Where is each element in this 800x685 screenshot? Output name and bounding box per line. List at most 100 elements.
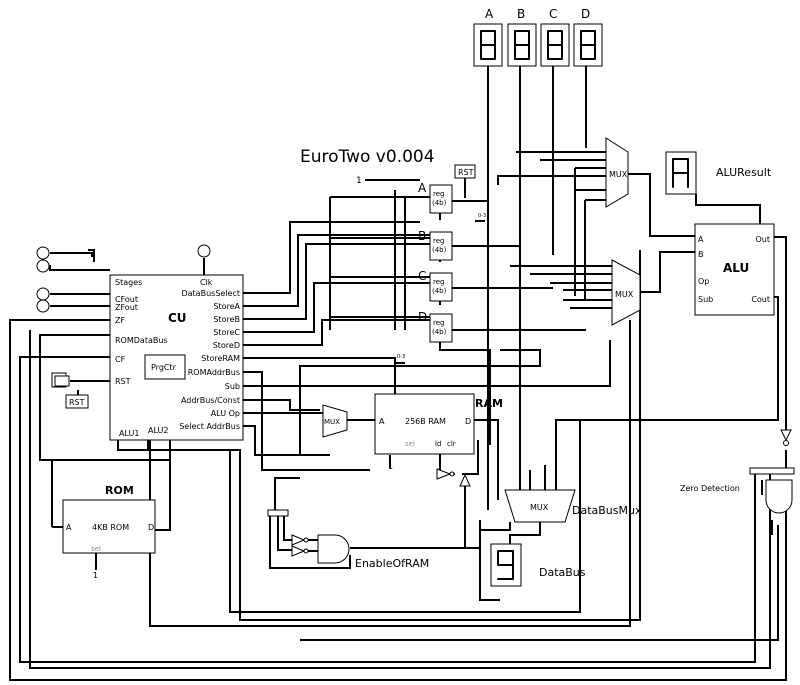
rom-pin-d: D xyxy=(148,523,154,532)
rom-pin-a: A xyxy=(66,523,72,532)
mux-1: MUX xyxy=(605,137,629,208)
alu-pin-a: A xyxy=(698,235,704,244)
cu-pin-sub: Sub xyxy=(225,382,240,391)
cu-pin-alu2: ALU2 xyxy=(148,426,168,435)
cu-pin-alu1: ALU1 xyxy=(119,429,139,438)
zfout-probe[interactable] xyxy=(36,299,50,313)
cu-pin-cfout: CFout xyxy=(115,295,138,304)
ram-pin-clr: clr xyxy=(447,440,456,448)
alu-label: ALU xyxy=(723,261,749,275)
cu-pin-alu-op: ALU Op xyxy=(211,409,240,418)
cu-pin-zf: ZF xyxy=(115,316,125,325)
ram-pin-a: A xyxy=(379,417,385,426)
constant-one-top: 1 xyxy=(356,176,362,186)
ram-name: RAM xyxy=(475,397,503,410)
databus-mux-label: MUX xyxy=(530,503,549,512)
program-counter-block xyxy=(144,354,186,380)
databus-mux-name: DataBusMux xyxy=(572,504,642,517)
cu-pin-stages: Stages xyxy=(115,278,142,287)
alu-result-label: ALUResult xyxy=(716,166,772,179)
register-b xyxy=(429,231,453,261)
cu-pin-storec: StoreC xyxy=(213,328,240,337)
address-mux-label: MUX xyxy=(324,418,340,426)
register-label-a: A xyxy=(418,181,427,195)
rst-button-shadow xyxy=(54,375,70,387)
ram-chip-label: 256B RAM xyxy=(405,417,446,426)
register-label-c: C xyxy=(418,269,426,283)
mux-2: MUX xyxy=(611,259,641,326)
circuit-title: EuroTwo v0.004 xyxy=(300,147,435,167)
register-c xyxy=(429,272,453,302)
seven-segment-display-c xyxy=(540,23,570,67)
enable-of-ram-label: EnableOfRAM xyxy=(355,557,429,570)
alu-pin-out: Out xyxy=(755,235,770,244)
mux-2-label: MUX xyxy=(615,290,634,299)
rst-label-top: RST xyxy=(458,168,474,177)
program-counter-label: PrgCtr xyxy=(151,363,177,372)
ram-pin-sel: sel xyxy=(405,440,415,448)
register-displays: A B C D xyxy=(473,7,603,67)
display-label-c: C xyxy=(549,7,557,21)
databus-mux: MUX xyxy=(504,489,576,523)
alu-pin-op: Op xyxy=(698,277,709,286)
seven-segment-display-b xyxy=(507,23,537,67)
zero-detection-label: Zero Detection xyxy=(680,484,740,493)
rst-label-top-box xyxy=(454,164,476,179)
mux-1-label: MUX xyxy=(609,170,628,179)
seven-segment-display-a xyxy=(473,23,503,67)
register-a-width: (4b) xyxy=(432,199,447,207)
ram: RAM 256B RAM A D sel ld clr 1 xyxy=(374,393,503,487)
cu-pin-databusselect: DataBusSelect xyxy=(181,289,240,298)
databus-label: DataBus xyxy=(539,566,586,579)
splitter-label-1: 0-3 xyxy=(478,213,486,219)
cu-pin-cf: CF xyxy=(115,355,126,364)
cu-pin-zfout: ZFout xyxy=(115,303,138,312)
cu-pin-stored: StoreD xyxy=(213,341,240,350)
cu-pin-addrbus-const: AddrBus/Const xyxy=(181,396,240,405)
alu-pin-cout: Cout xyxy=(751,295,770,304)
cu-label: CU xyxy=(168,311,187,325)
display-label-b: B xyxy=(517,7,525,21)
cu-pin-romaddrbus: ROMAddrBus xyxy=(188,368,240,377)
constant-one-ram: 1 xyxy=(388,462,393,471)
register-b-width: (4b) xyxy=(432,246,447,254)
ram-pin-ld: ld xyxy=(435,440,441,448)
display-label-d: D xyxy=(581,7,590,21)
cu-pin-storeb: StoreB xyxy=(213,315,240,324)
alu-pin-b: B xyxy=(698,250,704,259)
alu-result-display xyxy=(665,151,697,195)
register-d-width: (4b) xyxy=(432,328,447,336)
rst-label-left: RST xyxy=(69,398,85,407)
rom: ROM 4KB ROM A D sel 1 xyxy=(62,484,156,580)
register-c-text: reg xyxy=(433,278,444,286)
splitter-label-2: 0-3 xyxy=(397,354,405,360)
stages-input-pin-1[interactable] xyxy=(36,246,50,260)
cu-pin-storea: StoreA xyxy=(213,302,240,311)
register-label-d: D xyxy=(418,310,427,324)
clk-input[interactable] xyxy=(197,244,211,258)
register-b-text: reg xyxy=(433,237,444,245)
alu: ALU A B Op Sub Out Cout xyxy=(694,223,775,316)
databus-display xyxy=(490,543,522,587)
cu-pin-select-addrbus: Select AddrBus xyxy=(179,422,240,431)
cu-pin-romdatabus: ROMDataBus xyxy=(115,336,168,345)
register-a-text: reg xyxy=(433,190,444,198)
control-unit: CU Stages CFout ZFout ZF ROMDataBus CF R… xyxy=(109,274,244,441)
rst-label-box xyxy=(65,394,89,409)
register-label-b: B xyxy=(418,229,426,243)
input-pins: RST xyxy=(36,244,211,409)
cu-pin-rst: RST xyxy=(115,377,131,386)
address-mux: MUX xyxy=(322,404,348,438)
ram-pin-d: D xyxy=(465,417,471,426)
registers: A reg (4b) B reg (4b) C reg (4b) D reg (… xyxy=(356,164,486,364)
constant-one-rom: 1 xyxy=(93,571,98,580)
register-d-text: reg xyxy=(433,319,444,327)
seven-segment-display-d xyxy=(573,23,603,67)
register-c-width: (4b) xyxy=(432,287,447,295)
rom-name: ROM xyxy=(105,484,134,497)
register-a xyxy=(429,184,453,214)
cu-pin-clk: Clk xyxy=(200,278,213,287)
stages-input-pin-2[interactable] xyxy=(36,259,50,273)
cfout-probe[interactable] xyxy=(36,287,50,301)
